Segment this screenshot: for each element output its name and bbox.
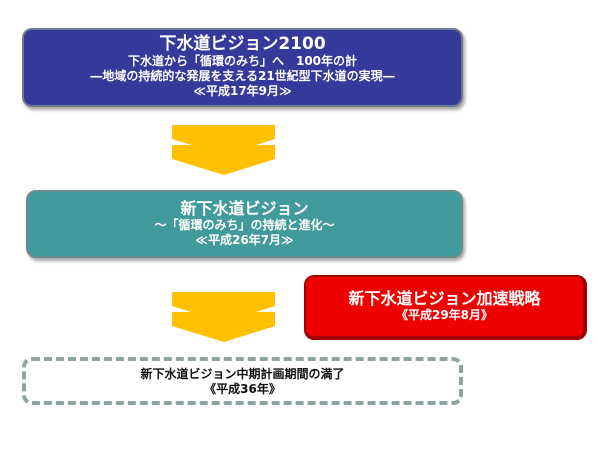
chevron-down-icon (172, 292, 275, 342)
vision-2100-title: 下水道ビジョン2100 (159, 34, 326, 54)
acceleration-title: 新下水道ビジョン加速戦略 (348, 289, 541, 308)
new-vision-subtitle: ～「循環のみち」の持続と進化～ (154, 218, 335, 232)
new-vision-box: 新下水道ビジョン ～「循環のみち」の持続と進化～ ≪平成26年7月≫ (26, 190, 463, 258)
midterm-end-date: 《平成36年》 (204, 382, 281, 396)
vision-2100-subtitle: 下水道から「循環のみち」へ 100年の計 (127, 54, 358, 68)
vision-2100-date: ≪平成17年9月≫ (193, 84, 292, 98)
midterm-end-box: 新下水道ビジョン中期計画期間の満了 《平成36年》 (22, 357, 463, 405)
acceleration-strategy-box: 新下水道ビジョン加速戦略 《平成29年8月》 (304, 275, 587, 340)
vision-2100-box: 下水道ビジョン2100 下水道から「循環のみち」へ 100年の計 ―地域の持続的… (22, 28, 463, 107)
acceleration-date: 《平成29年8月》 (395, 308, 494, 322)
new-vision-title: 新下水道ビジョン (180, 199, 309, 218)
vision-2100-tagline: ―地域の持続的な発展を支える21世紀型下水道の実現― (90, 69, 395, 83)
chevron-down-icon (172, 125, 275, 175)
midterm-end-title: 新下水道ビジョン中期計画期間の満了 (140, 367, 345, 381)
new-vision-date: ≪平成26年7月≫ (195, 233, 294, 247)
